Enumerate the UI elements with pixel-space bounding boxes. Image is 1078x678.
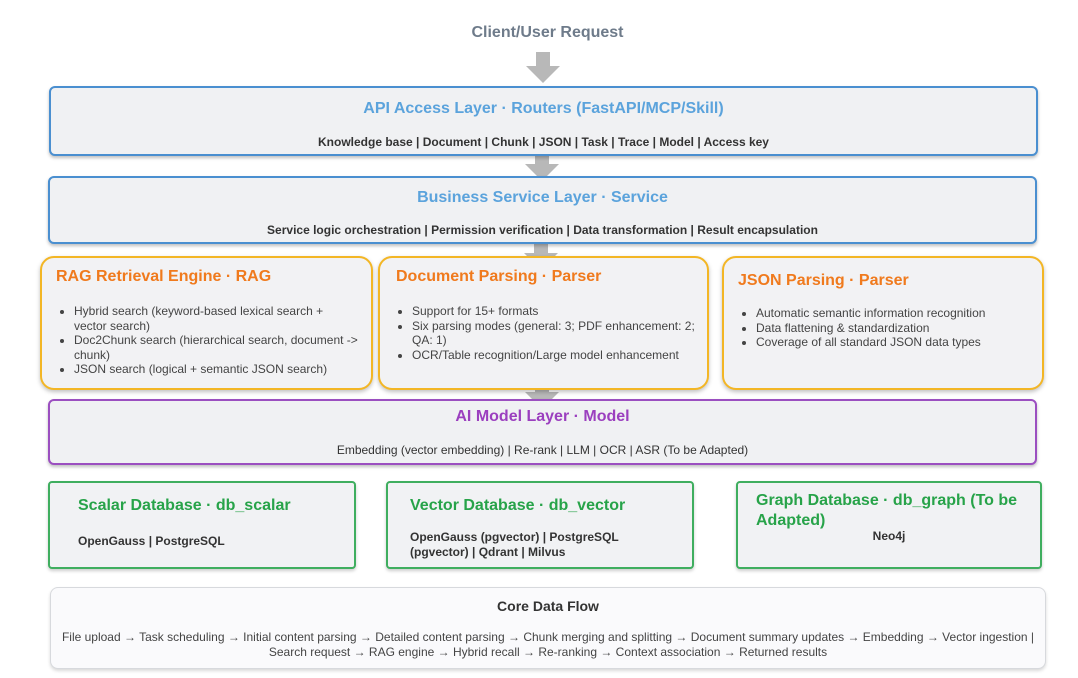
document-parser-title: Document Parsing · Parser	[396, 268, 602, 285]
list-item: Data flattening & standardization	[756, 321, 1030, 336]
rag-engine-card: RAG Retrieval Engine · RAG Hybrid search…	[40, 256, 373, 390]
json-parser-card: JSON Parsing · Parser Automatic semantic…	[722, 256, 1044, 390]
vector-database-card: Vector Database · db_vector OpenGauss (p…	[386, 481, 694, 569]
business-service-layer: Business Service Layer · Service Service…	[48, 176, 1037, 244]
core-flow-text: File upload → Task scheduling → Initial …	[61, 630, 1035, 659]
list-item: Six parsing modes (general: 3; PDF enhan…	[412, 319, 695, 348]
core-flow-title: Core Data Flow	[497, 598, 599, 614]
list-item: Support for 15+ formats	[412, 304, 695, 319]
list-item: OCR/Table recognition/Large model enhanc…	[412, 348, 695, 363]
list-item: Automatic semantic information recogniti…	[756, 306, 1030, 321]
vector-db-subtitle: OpenGauss (pgvector) | PostgreSQL (pgvec…	[410, 530, 619, 559]
rag-engine-title: RAG Retrieval Engine · RAG	[56, 268, 272, 285]
service-layer-subtitle: Service logic orchestration | Permission…	[267, 223, 818, 237]
model-layer-subtitle: Embedding (vector embedding) | Re-rank |…	[336, 443, 749, 457]
client-request-title: Client/User Request	[471, 24, 624, 41]
json-parser-list: Automatic semantic information recogniti…	[740, 306, 1030, 350]
arrow-down-icon	[524, 378, 560, 410]
rag-engine-list: Hybrid search (keyword-based lexical sea…	[58, 304, 359, 377]
list-item: Coverage of all standard JSON data types	[756, 335, 1030, 350]
arrow-down-icon	[525, 52, 561, 84]
list-item: Doc2Chunk search (hierarchical search, d…	[74, 333, 359, 362]
vector-db-title: Vector Database · db_vector	[410, 497, 626, 514]
arrow-down-icon	[524, 150, 560, 182]
graph-db-subtitle: Neo4j	[872, 529, 906, 543]
api-layer-title: API Access Layer · Routers (FastAPI/MCP/…	[363, 100, 724, 117]
scalar-db-title: Scalar Database · db_scalar	[78, 497, 291, 514]
document-parser-card: Document Parsing · Parser Support for 15…	[378, 256, 709, 390]
graph-database-card: Graph Database · db_graph (To be Adapted…	[736, 481, 1042, 569]
arrow-down-icon	[523, 239, 559, 271]
model-layer-title: AI Model Layer · Model	[455, 408, 630, 425]
scalar-db-subtitle: OpenGauss | PostgreSQL	[78, 534, 225, 548]
json-parser-title: JSON Parsing · Parser	[738, 272, 909, 289]
graph-db-title: Graph Database · db_graph (To be Adapted…	[756, 492, 1018, 529]
service-layer-title: Business Service Layer · Service	[417, 189, 668, 206]
scalar-database-card: Scalar Database · db_scalar OpenGauss | …	[48, 481, 356, 569]
ai-model-layer: AI Model Layer · Model Embedding (vector…	[48, 399, 1037, 465]
api-layer-subtitle: Knowledge base | Document | Chunk | JSON…	[318, 135, 769, 149]
list-item: Hybrid search (keyword-based lexical sea…	[74, 304, 359, 333]
api-access-layer: API Access Layer · Routers (FastAPI/MCP/…	[49, 86, 1038, 156]
core-data-flow: Core Data Flow File upload → Task schedu…	[50, 587, 1046, 669]
document-parser-list: Support for 15+ formats Six parsing mode…	[396, 304, 695, 362]
list-item: JSON search (logical + semantic JSON sea…	[74, 362, 359, 377]
